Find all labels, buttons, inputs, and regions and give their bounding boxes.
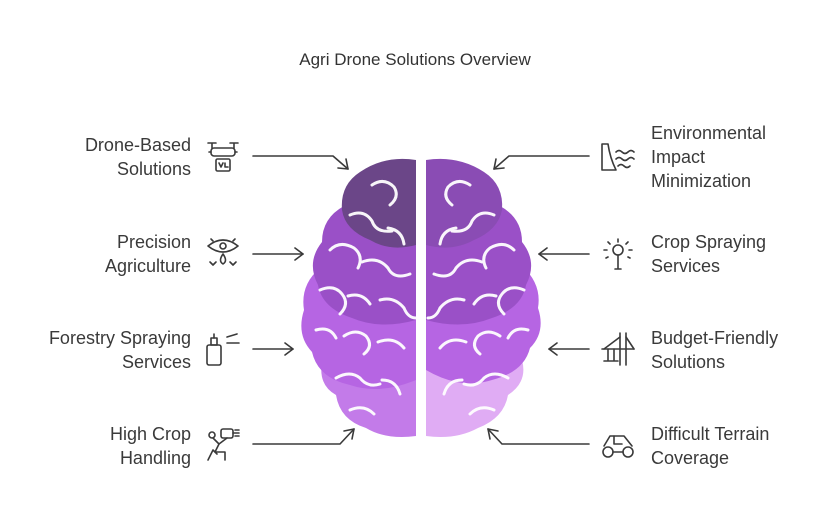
worker-spray-icon <box>205 426 241 462</box>
label-line: Crop Spraying <box>651 232 767 252</box>
arrow-environmental-impact <box>493 155 590 170</box>
arrow-forestry-spraying-services <box>252 342 294 356</box>
spray-bottle-icon <box>205 331 241 367</box>
dam-water-icon <box>600 140 636 176</box>
brain-right-hemisphere <box>426 158 541 437</box>
arrow-difficult-terrain-coverage <box>487 428 590 445</box>
label-line: Difficult Terrain <box>651 424 770 444</box>
label-line: Handling <box>119 448 191 468</box>
label-line: Services <box>651 256 721 276</box>
label-line: Solutions <box>116 159 191 179</box>
arrow-precision-agriculture <box>252 247 304 261</box>
diagram-title: Agri Drone Solutions Overview <box>299 50 531 69</box>
eye-drop-icon <box>205 236 241 272</box>
arrow-crop-spraying-services <box>538 247 590 261</box>
arrow-drone-based-solutions <box>252 155 349 170</box>
label-budget-friendly-solutions: Budget-Friendly Solutions <box>651 326 778 374</box>
label-line: Drone-Based <box>84 135 191 155</box>
label-line: Minimization <box>651 171 752 191</box>
label-difficult-terrain-coverage: Difficult Terrain Coverage <box>651 422 769 470</box>
bridge-icon <box>600 331 636 367</box>
label-line: Precision <box>116 232 191 252</box>
brain-right-top-lobe <box>426 158 503 248</box>
label-line: Agriculture <box>104 256 191 276</box>
arrow-high-crop-handling <box>252 428 355 445</box>
label-crop-spraying-services: Crop Spraying Services <box>651 230 766 278</box>
label-line: Solutions <box>651 352 726 372</box>
arrow-budget-friendly-solutions <box>548 342 590 356</box>
label-high-crop-handling: High Crop Handling <box>110 422 191 470</box>
atv-icon <box>600 426 636 462</box>
label-drone-based-solutions: Drone-Based Solutions <box>85 133 191 181</box>
label-line: Coverage <box>651 448 730 468</box>
label-forestry-spraying-services: Forestry Spraying Services <box>49 326 191 374</box>
brain-left-hemisphere <box>301 158 416 437</box>
label-line: Impact <box>651 147 706 167</box>
label-line: High Crop <box>109 424 191 444</box>
drone-icon <box>205 138 241 174</box>
sprinkler-icon <box>600 236 636 272</box>
label-environmental-impact-minimization: Environmental Impact Minimization <box>651 121 766 193</box>
label-line: Budget-Friendly <box>651 328 779 348</box>
label-line: Environmental <box>651 123 767 143</box>
label-line: Forestry Spraying <box>48 328 191 348</box>
brain-left-top-lobe <box>341 158 416 248</box>
label-line: Services <box>121 352 191 372</box>
label-precision-agriculture: Precision Agriculture <box>105 230 191 278</box>
